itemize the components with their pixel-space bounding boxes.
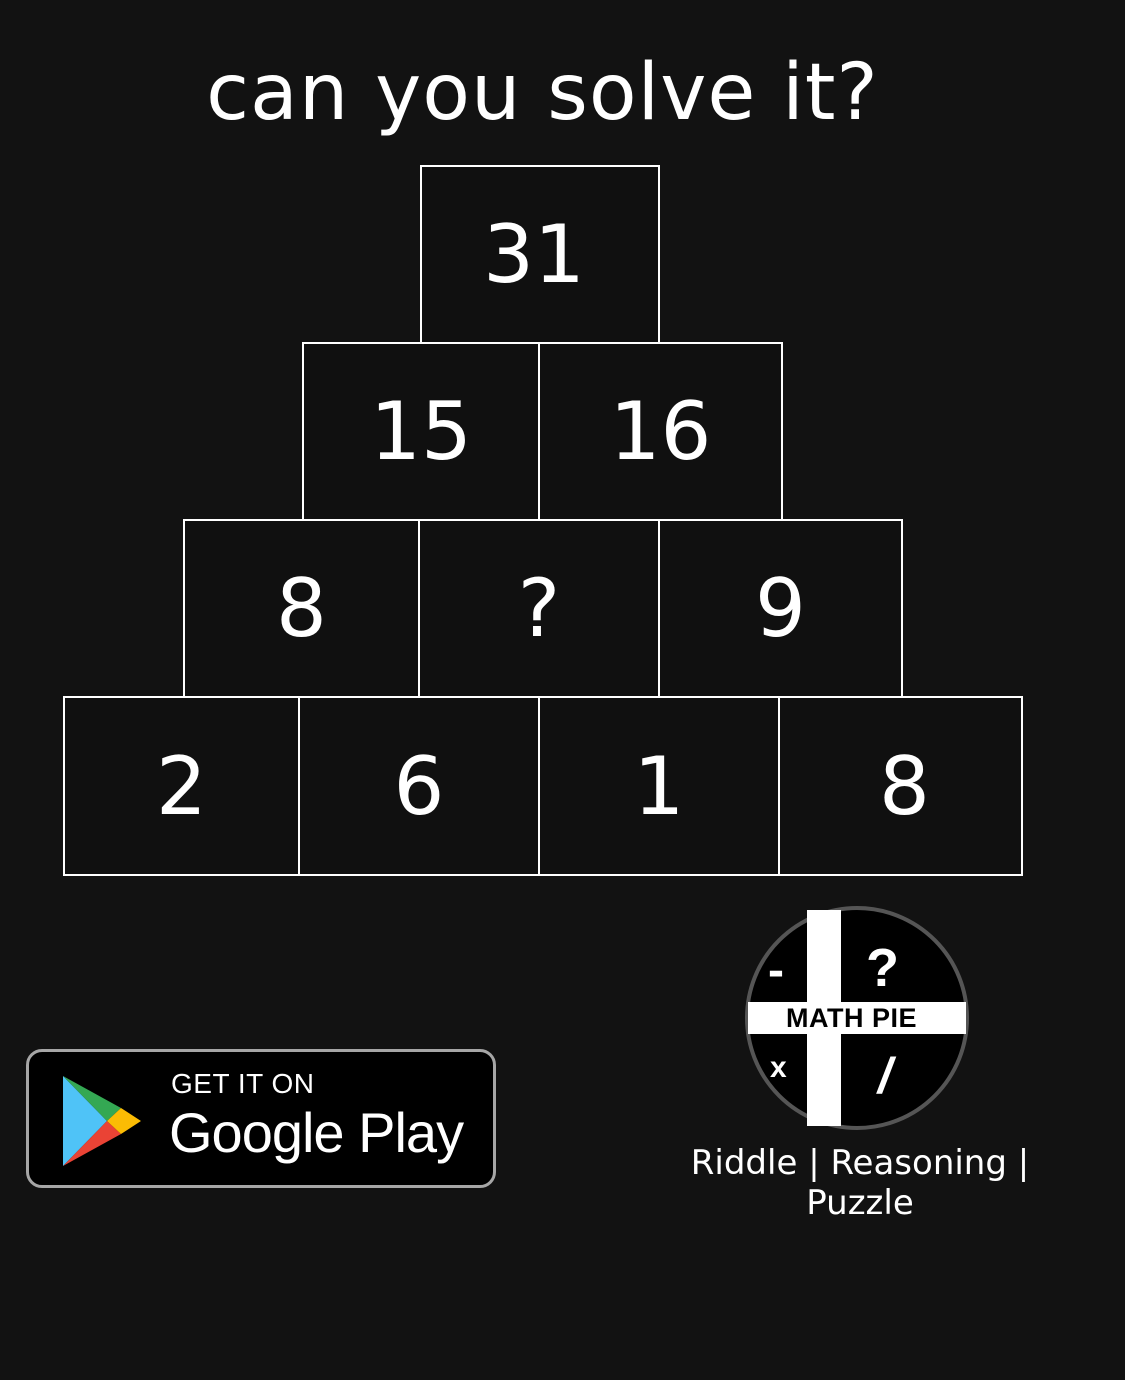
cell-value: 31 — [483, 208, 585, 301]
pyramid-cell-missing[interactable]: ? — [418, 519, 660, 698]
pyramid-cell[interactable]: 2 — [63, 696, 300, 876]
pyramid-cell[interactable]: 8 — [778, 696, 1023, 876]
minus-symbol: - — [768, 944, 784, 997]
pyramid-cell[interactable]: 8 — [183, 519, 420, 698]
cell-value: 6 — [393, 739, 445, 833]
pyramid-cell[interactable]: 15 — [302, 342, 540, 521]
cell-value: 9 — [755, 562, 806, 655]
pyramid-cell[interactable]: 31 — [420, 165, 660, 344]
google-play-badge[interactable]: GET IT ON Google Play — [26, 1049, 496, 1188]
question-symbol: ? — [866, 938, 899, 998]
pyramid-cell[interactable]: 16 — [538, 342, 783, 521]
logo-name: MATH PIE — [786, 1003, 917, 1033]
badge-line1: GET IT ON — [171, 1068, 315, 1099]
cell-value: 1 — [633, 739, 685, 833]
cell-value: 8 — [276, 562, 327, 655]
google-play-icon — [63, 1076, 141, 1166]
badge-line2: Google Play — [169, 1101, 464, 1164]
cell-value: 2 — [156, 739, 207, 833]
times-symbol: x — [770, 1051, 787, 1084]
cell-value: 16 — [609, 385, 712, 478]
pyramid-cell[interactable]: 6 — [298, 696, 540, 876]
math-pie-emblem — [745, 906, 969, 1130]
page-title: can you solve it? — [206, 48, 879, 138]
divide-symbol: / — [878, 1048, 892, 1104]
pyramid-cell[interactable]: 9 — [658, 519, 903, 698]
cell-value: 15 — [370, 385, 472, 478]
cell-value: ? — [517, 562, 561, 655]
cell-value: 8 — [879, 739, 930, 833]
pyramid-cell[interactable]: 1 — [538, 696, 780, 876]
tagline: Riddle | Reasoning | Puzzle — [690, 1143, 1030, 1223]
math-pie-logo: - ? x / MATH PIE — [744, 905, 970, 1131]
